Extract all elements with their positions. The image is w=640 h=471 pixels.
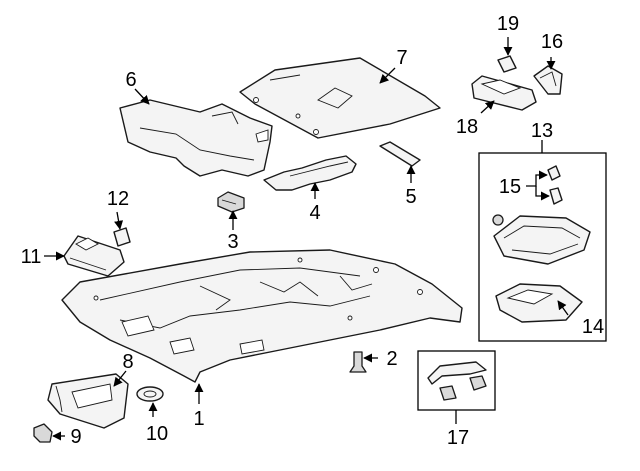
part-13-lamp[interactable] xyxy=(493,215,591,265)
part-18-map-lamp[interactable] xyxy=(471,75,537,111)
part-9-holder[interactable] xyxy=(33,423,53,443)
leader-lines xyxy=(44,37,569,441)
callout-4: 4 xyxy=(309,202,320,224)
part-6-insulator[interactable] xyxy=(119,99,273,177)
callout-6: 6 xyxy=(125,69,136,91)
callout-7: 7 xyxy=(396,47,407,69)
part-13-clip[interactable] xyxy=(492,214,504,226)
part-15-bulbs[interactable] xyxy=(547,165,563,205)
part-5-strip[interactable] xyxy=(379,141,421,167)
leader-8 xyxy=(113,370,127,387)
callout-12: 12 xyxy=(107,188,129,210)
callout-16: 16 xyxy=(541,31,563,53)
callout-3: 3 xyxy=(227,231,238,253)
leader-7 xyxy=(379,67,396,84)
part-12-bulb[interactable] xyxy=(113,227,131,247)
part-17-grip-handle[interactable] xyxy=(427,361,487,401)
leader-6 xyxy=(134,88,150,105)
leader-15a xyxy=(526,170,548,187)
callout-2: 2 xyxy=(386,348,397,370)
callout-19: 19 xyxy=(497,13,519,35)
callout-17: 17 xyxy=(447,427,469,449)
callout-10: 10 xyxy=(146,423,168,445)
callout-18: 18 xyxy=(456,116,478,138)
callout-11: 11 xyxy=(21,246,42,268)
leader-18 xyxy=(480,100,495,114)
callout-1: 1 xyxy=(193,408,204,430)
leader-12 xyxy=(114,211,124,230)
leader-14 xyxy=(557,300,569,316)
part-19-bulb[interactable] xyxy=(497,55,517,73)
callout-labels: 1 2 3 4 5 6 7 8 9 10 11 12 13 14 15 16 1… xyxy=(21,13,605,449)
part-1-headliner[interactable] xyxy=(61,249,463,383)
part-8-visor[interactable] xyxy=(47,373,129,429)
part-10-hook[interactable] xyxy=(136,386,164,402)
callout-8: 8 xyxy=(122,351,133,373)
callout-14: 14 xyxy=(582,316,604,338)
part-7-roof-panel[interactable] xyxy=(239,57,441,139)
callout-13: 13 xyxy=(531,120,553,142)
part-3-clip[interactable] xyxy=(217,191,245,213)
part-2-clip[interactable] xyxy=(349,351,367,373)
part-14-cover[interactable] xyxy=(495,283,583,323)
part-4-bracket[interactable] xyxy=(263,155,357,191)
callout-5: 5 xyxy=(405,186,416,208)
leader-15b xyxy=(535,186,550,201)
part-11-console[interactable] xyxy=(63,235,125,277)
callout-9: 9 xyxy=(70,426,81,448)
callout-15: 15 xyxy=(499,176,521,198)
part-16-harness[interactable] xyxy=(533,65,563,95)
